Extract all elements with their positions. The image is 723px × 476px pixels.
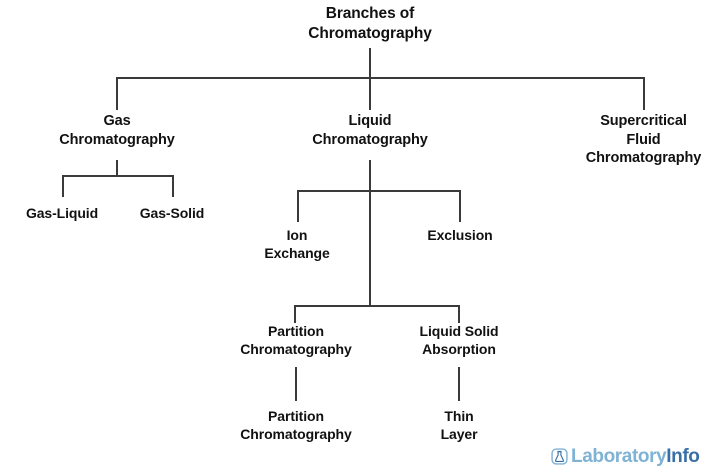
node-ion-exchange: Ion Exchange [264, 227, 330, 261]
node-gas-chromatography: Gas Chromatography [59, 113, 175, 148]
connector-drop-partition [294, 305, 296, 323]
connector-drop-gas-solid [172, 175, 174, 197]
connector-drop-liquid [369, 77, 371, 110]
flask-logo-icon [551, 448, 568, 465]
node-liquid-solid-absorption: Liquid Solid Absorption [419, 323, 499, 357]
connector-drop-gas-liquid [62, 175, 64, 197]
node-gas-solid: Gas-Solid [139, 205, 205, 221]
connector-drop-supercritical [643, 77, 645, 110]
logo-wordmark: LaboratoryInfo [571, 446, 700, 467]
connector-drop-exclusion [459, 190, 461, 222]
logo-text-primary: Laboratory [571, 446, 667, 467]
connector-root-stem [369, 48, 371, 78]
connector-drop-liquid-solid [458, 305, 460, 323]
connector-liquid-bus [297, 190, 461, 192]
connector-liquid-stem [369, 160, 371, 190]
node-supercritical-fluid-chromatography: Supercritical Fluid Chromatography [585, 113, 702, 167]
connector-drop-ion-exchange [297, 190, 299, 222]
connector-drop-thin-layer [458, 367, 460, 401]
node-liquid-chromatography: Liquid Chromatography [312, 113, 428, 148]
laboratoryinfo-logo: LaboratoryInfo [551, 446, 700, 467]
connector-drop-partition-leaf [295, 367, 297, 401]
node-exclusion: Exclusion [427, 227, 493, 243]
node-thin-layer: Thin Layer [440, 408, 478, 442]
connector-drop-gas [116, 77, 118, 110]
node-partition-chromatography: Partition Chromatography [240, 323, 352, 357]
node-gas-liquid: Gas-Liquid [25, 205, 99, 221]
connector-gas-bus [62, 175, 174, 177]
connector-level4-bus [294, 305, 460, 307]
logo-text-secondary: Info [666, 446, 700, 467]
connector-gas-stem [116, 160, 118, 175]
node-partition-chromatography-leaf: Partition Chromatography [240, 408, 352, 442]
connector-level2-bus [116, 77, 645, 79]
node-root: Branches of Chromatography [308, 5, 432, 42]
connector-liquid-long-stem [369, 190, 371, 305]
